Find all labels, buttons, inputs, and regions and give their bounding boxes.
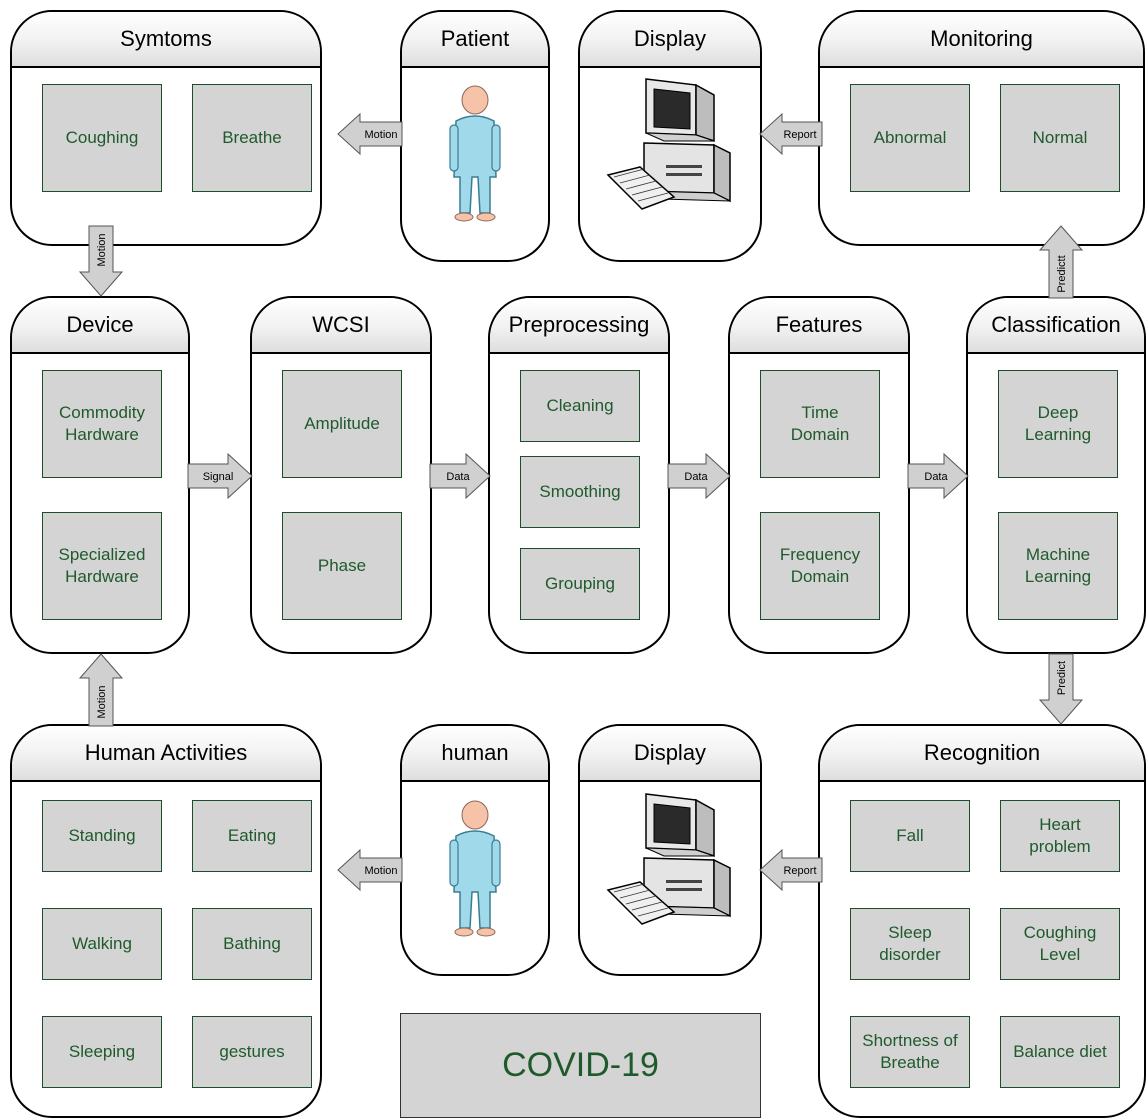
person-icon (449, 800, 501, 937)
arrow-motion-symptoms-device-label: Motion (96, 233, 108, 266)
arrow-motion-top: Motion (337, 112, 403, 156)
arrow-report-top-label: Report (783, 129, 816, 141)
classification-title: Classification (968, 298, 1144, 354)
recognition-title: Recognition (820, 726, 1144, 782)
arrow-report-top: Report (759, 112, 823, 156)
activity-sleeping: Sleeping (42, 1016, 162, 1088)
wcsi-title: WCSI (252, 298, 430, 354)
wcsi-phase: Phase (282, 512, 402, 620)
arrow-data-2-label: Data (684, 471, 708, 483)
symptom-coughing: Coughing (42, 84, 162, 192)
device-specialized-hardware: Specialized Hardware (42, 512, 162, 620)
arrow-predict-down: Predict (1038, 653, 1084, 725)
features-panel: Features Time Domain Frequency Domain (728, 296, 910, 654)
arrow-report-bottom: Report (759, 848, 823, 892)
symptom-breathe: Breathe (192, 84, 312, 192)
arrow-motion-activities-device-label: Motion (96, 685, 108, 718)
human-title: human (402, 726, 548, 782)
activity-walking: Walking (42, 908, 162, 980)
device-commodity-hardware: Commodity Hardware (42, 370, 162, 478)
recognition-sleep-disorder: Sleep disorder (850, 908, 970, 980)
arrow-predict-up-label: Predictt (1056, 255, 1068, 292)
activity-eating: Eating (192, 800, 312, 872)
recognition-heart-problem: Heart problem (1000, 800, 1120, 872)
device-panel: Device Commodity Hardware Specialized Ha… (10, 296, 190, 654)
arrow-data-1: Data (429, 452, 491, 500)
computer-icon (606, 793, 731, 925)
arrow-motion-bottom-label: Motion (364, 865, 397, 877)
classification-deep-learning: Deep Learning (998, 370, 1118, 478)
monitoring-title: Monitoring (820, 12, 1143, 68)
activity-bathing: Bathing (192, 908, 312, 980)
covid-19-label: COVID-19 (400, 1013, 761, 1118)
classification-machine-learning: Machine Learning (998, 512, 1118, 620)
arrow-signal-label: Signal (203, 471, 234, 483)
arrow-data-3-label: Data (924, 471, 948, 483)
arrow-data-1-label: Data (446, 471, 470, 483)
arrow-signal: Signal (187, 452, 253, 500)
arrow-data-2: Data (667, 452, 731, 500)
arrow-motion-symptoms-device: Motion (78, 225, 124, 297)
recognition-fall: Fall (850, 800, 970, 872)
device-title: Device (12, 298, 188, 354)
arrow-data-3: Data (907, 452, 969, 500)
display-top-panel: Display (578, 10, 762, 262)
recognition-shortness-of-breathe: Shortness of Breathe (850, 1016, 970, 1088)
arrow-motion-top-label: Motion (364, 129, 397, 141)
symptoms-title: Symtoms (12, 12, 320, 68)
features-frequency-domain: Frequency Domain (760, 512, 880, 620)
activity-standing: Standing (42, 800, 162, 872)
human-activities-panel: Human Activities Standing Eating Walking… (10, 724, 322, 1118)
human-activities-title: Human Activities (12, 726, 320, 782)
monitoring-normal: Normal (1000, 84, 1120, 192)
symptoms-panel: Symtoms Coughing Breathe (10, 10, 322, 246)
display-top-title: Display (580, 12, 760, 68)
recognition-balance-diet: Balance diet (1000, 1016, 1120, 1088)
monitoring-panel: Monitoring Abnormal Normal (818, 10, 1145, 246)
monitoring-abnormal: Abnormal (850, 84, 970, 192)
preprocessing-smoothing: Smoothing (520, 456, 640, 528)
arrow-report-bottom-label: Report (783, 865, 816, 877)
preprocessing-panel: Preprocessing Cleaning Smoothing Groupin… (488, 296, 670, 654)
recognition-coughing-level: Coughing Level (1000, 908, 1120, 980)
arrow-predict-down-label: Predict (1056, 661, 1068, 695)
arrow-motion-activities-device: Motion (78, 653, 124, 727)
computer-icon (606, 78, 731, 210)
preprocessing-cleaning: Cleaning (520, 370, 640, 442)
patient-panel: Patient (400, 10, 550, 262)
activity-gestures: gestures (192, 1016, 312, 1088)
features-time-domain: Time Domain (760, 370, 880, 478)
display-bottom-title: Display (580, 726, 760, 782)
recognition-panel: Recognition Fall Heart problem Sleep dis… (818, 724, 1146, 1118)
person-icon (449, 85, 501, 222)
features-title: Features (730, 298, 908, 354)
arrow-motion-bottom: Motion (337, 848, 403, 892)
patient-title: Patient (402, 12, 548, 68)
arrow-predict-up: Predictt (1038, 225, 1084, 299)
wcsi-panel: WCSI Amplitude Phase (250, 296, 432, 654)
wcsi-amplitude: Amplitude (282, 370, 402, 478)
classification-panel: Classification Deep Learning Machine Lea… (966, 296, 1146, 654)
preprocessing-grouping: Grouping (520, 548, 640, 620)
preprocessing-title: Preprocessing (490, 298, 668, 354)
